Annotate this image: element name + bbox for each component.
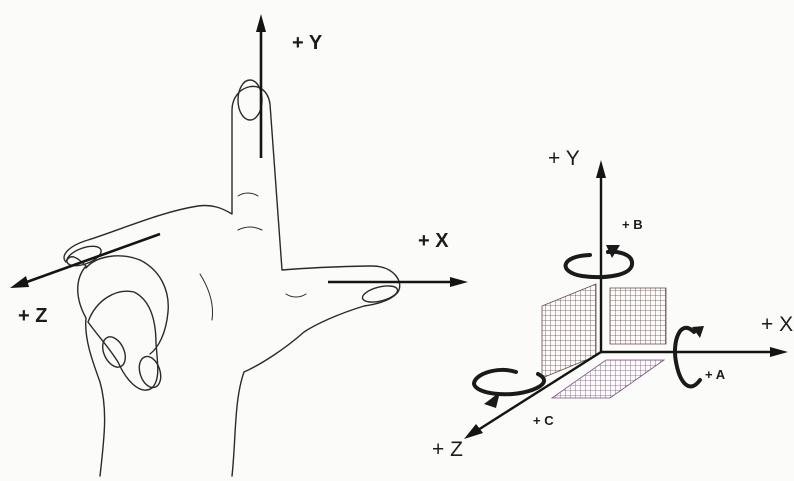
axes-y-arrowhead bbox=[596, 160, 606, 178]
hand-axes bbox=[10, 14, 468, 288]
hand-y-arrowhead bbox=[256, 14, 266, 32]
axes-z-arrowhead bbox=[464, 424, 483, 439]
axes-diagram: + Y + X + Z + B + A + C bbox=[432, 147, 793, 461]
c-rotation-arrow bbox=[474, 370, 544, 394]
b-rotation-arrow bbox=[566, 252, 633, 277]
b-rotation-label: + B bbox=[622, 217, 643, 232]
axes-x-arrowhead bbox=[770, 347, 788, 357]
ring-finger-outline bbox=[88, 291, 158, 390]
yz-grid-plane bbox=[542, 284, 596, 378]
hand-y-label: + Y bbox=[292, 32, 323, 54]
c-rotation-label: + C bbox=[533, 413, 554, 428]
pinky-fingernail bbox=[136, 354, 165, 391]
xy-grid-plane bbox=[610, 288, 666, 344]
axes-z-label: + Z bbox=[432, 438, 463, 461]
hand-x-label: + X bbox=[418, 230, 449, 252]
thumb-fingernail bbox=[361, 283, 399, 305]
hand-diagram bbox=[64, 80, 400, 476]
hand-x-arrowhead bbox=[450, 277, 468, 287]
hand-z-axis bbox=[24, 234, 160, 283]
ring-fingernail bbox=[98, 333, 130, 370]
a-rotation-arrow bbox=[675, 328, 700, 387]
hand-z-label: + Z bbox=[18, 305, 47, 327]
hand-z-arrowhead bbox=[10, 276, 29, 288]
axes-x-label: + X bbox=[761, 313, 793, 336]
axes-y-label: + Y bbox=[548, 147, 580, 170]
a-rotation-label: + A bbox=[705, 367, 726, 382]
